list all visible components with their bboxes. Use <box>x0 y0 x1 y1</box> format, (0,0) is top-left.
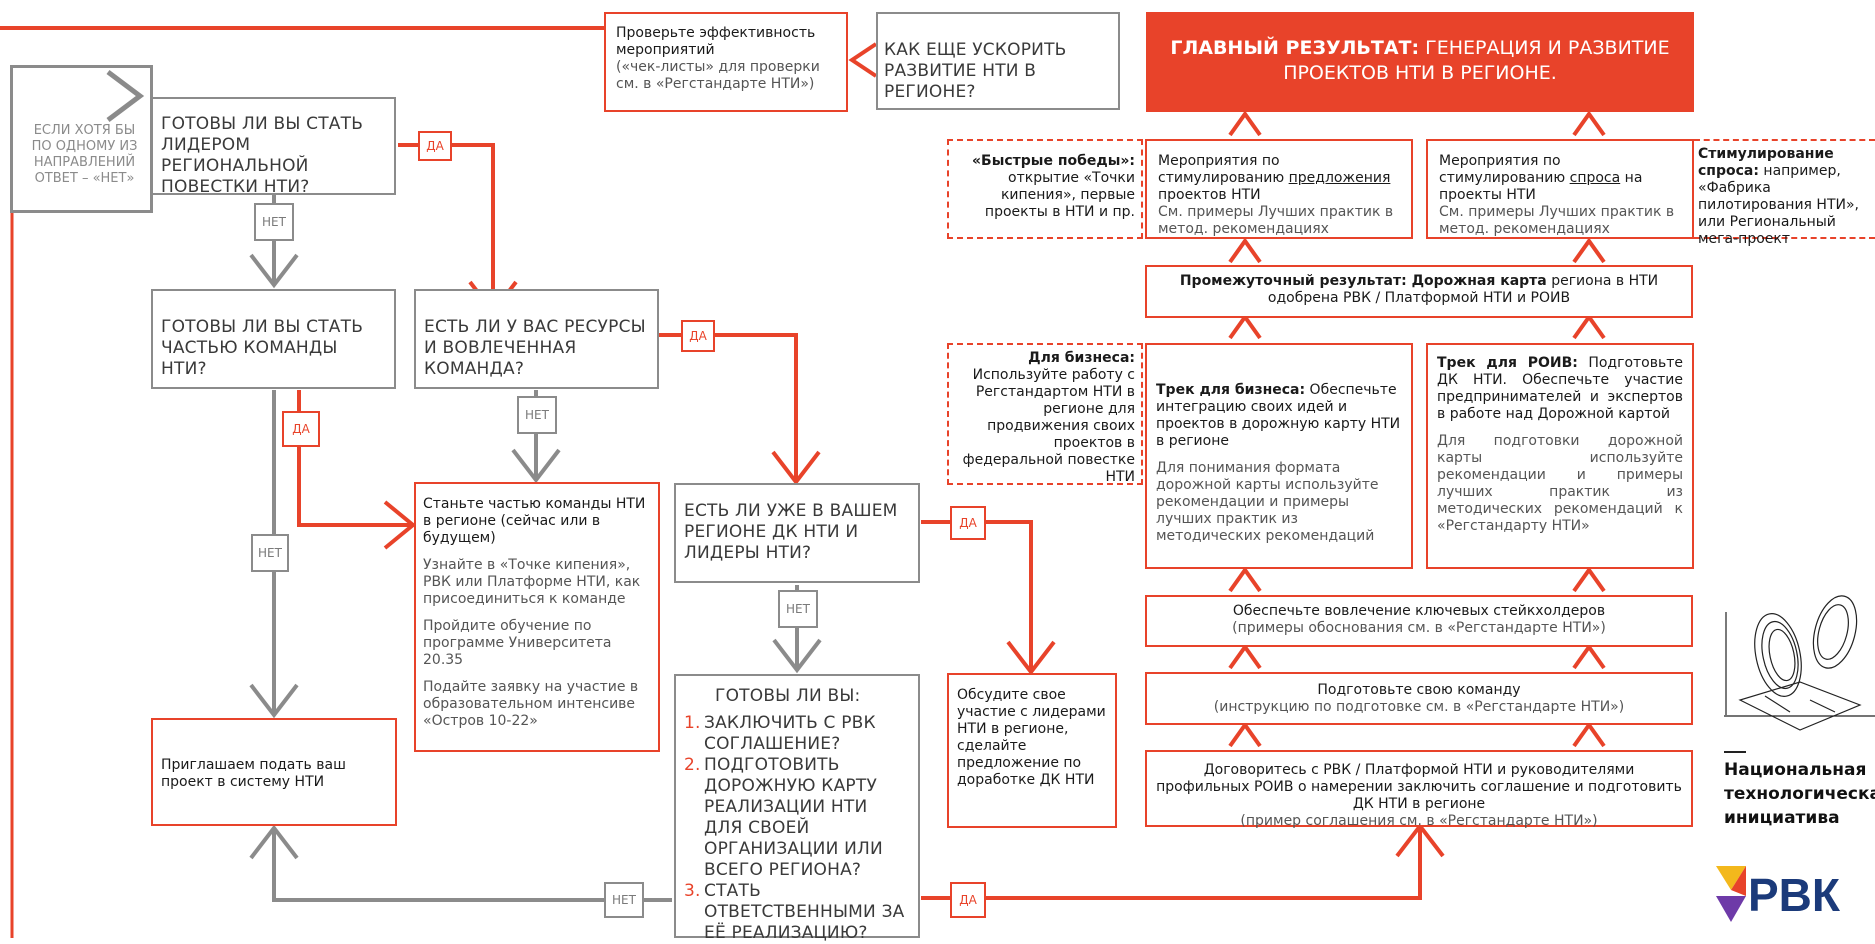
demand-stim-bold: Стимулирование спроса: <box>1698 146 1834 179</box>
question-leader-text: ГОТОВЫ ЛИ ВЫ СТАТЬ ЛИДЕРОМ РЕГИОНАЛЬНОЙ … <box>161 114 364 197</box>
check-efficiency-sub: («чек-листы» для проверки см. в «Регстан… <box>616 59 820 92</box>
interim-rest: региона в НТИ <box>1546 273 1659 289</box>
quick-wins-rest: открытие «Точки кипения», первые проекты… <box>984 170 1135 220</box>
check-efficiency-box: Проверьте эффективность мероприятий («че… <box>604 12 848 112</box>
if-no-text: ЕСЛИ ХОТЯ БЫ ПО ОДНОМУ ИЗ НАПРАВЛЕНИЙ ОТ… <box>31 123 138 186</box>
quick-wins-bold: «Быстрые победы»: <box>971 153 1135 169</box>
supply-underlined: предложения <box>1288 170 1391 186</box>
interim-bold: Промежуточный результат: Дорожная карта <box>1179 273 1547 289</box>
stakeholders-title: Обеспечьте вовлечение ключевых стейкхолд… <box>1232 603 1606 619</box>
main-result-rest: ГЕНЕРАЦИЯ И РАЗВИТИЕ <box>1419 37 1670 59</box>
demand-stim-rest: например, «Фабрика пилотирования НТИ», и… <box>1698 163 1859 247</box>
ready-title: ГОТОВЫ ЛИ ВЫ: <box>715 686 861 706</box>
invite-text: Приглашаем подать ваш проект в систему Н… <box>161 757 346 790</box>
question-resources-text: ЕСТЬ ЛИ У ВАС РЕСУРСЫ И ВОВЛЕЧЕННАЯ КОМА… <box>424 317 646 379</box>
track-business-sub: Для понимания формата дорожной карты исп… <box>1156 460 1379 544</box>
become-team-p3: Подайте заявку на участие в образователь… <box>423 679 639 729</box>
ready-item-1: 1.ЗАКЛЮЧИТЬ С РВК СОГЛАШЕНИЕ? <box>684 713 876 754</box>
stakeholders-sub: (примеры обоснования см. в «Регстандарте… <box>1232 620 1606 636</box>
quick-wins-box: «Быстрые победы»: открытие «Точки кипени… <box>947 139 1143 239</box>
track-roiv-rest: Подготовьте ДК НТИ. Обеспечьте участие п… <box>1437 355 1684 422</box>
track-roiv-sub: Для подготовки дорожной карты используйт… <box>1437 433 1683 534</box>
stakeholders-box: Обеспечьте вовлечение ключевых стейкхолд… <box>1145 595 1693 647</box>
track-roiv-box: Трек для РОИВ: Подготовьте ДК НТИ. Обесп… <box>1426 343 1694 569</box>
main-result-bold: ГЛАВНЫЙ РЕЗУЛЬТАТ: <box>1170 37 1420 59</box>
no-label-ready: НЕТ <box>604 882 644 918</box>
for-business-rest: Используйте работу с Регстандартом НТИ в… <box>962 367 1135 485</box>
supply-text-1: Мероприятия по стимулированию <box>1158 153 1289 186</box>
yes-label-team: ДА <box>282 411 320 447</box>
become-team-title: Станьте частью команды НТИ в регионе (се… <box>423 496 646 546</box>
track-business-rest: Обеспечьте интеграцию своих идей и проек… <box>1156 382 1401 449</box>
for-business-bold: Для бизнеса: <box>1028 350 1135 366</box>
demand-text-1: Мероприятия по стимулированию <box>1439 153 1570 186</box>
agree-title: Договоритесь с РВК / Платформой НТИ и ру… <box>1156 762 1682 812</box>
interim-result-box: Промежуточный результат: Дорожная карта … <box>1145 265 1693 318</box>
rvk-logo-text: РВК <box>1748 869 1840 921</box>
question-dk-box: ЕСТЬ ЛИ УЖЕ В ВАШЕМ РЕГИОНЕ ДК НТИ И ЛИД… <box>674 483 920 583</box>
demand-sub: См. примеры Лучших практик в метод. реко… <box>1439 204 1675 237</box>
discuss-box: Обсудите свое участие с лидерами НТИ в р… <box>947 673 1117 828</box>
become-team-p1: Узнайте в «Точке кипения», РВК или Платф… <box>423 557 641 607</box>
demand-text-2: на проекты НТИ <box>1439 170 1643 203</box>
supply-sub: См. примеры Лучших практик в метод. реко… <box>1158 204 1394 237</box>
become-team-p2: Пройдите обучение по программе Университ… <box>423 618 612 668</box>
no-label-resources: НЕТ <box>517 396 557 434</box>
demand-stimulation-box: Стимулирование спроса: например, «Фабрик… <box>1694 139 1875 247</box>
invite-box: Приглашаем подать ваш проект в систему Н… <box>151 718 397 826</box>
yes-label-dk: ДА <box>950 506 986 540</box>
track-roiv-bold: Трек для РОИВ: <box>1437 355 1578 371</box>
question-dk-text: ЕСТЬ ЛИ УЖЕ В ВАШЕМ РЕГИОНЕ ДК НТИ И ЛИД… <box>684 501 898 563</box>
question-team-box: ГОТОВЫ ЛИ ВЫ СТАТЬ ЧАСТЬЮ КОМАНДЫ НТИ? <box>151 289 396 389</box>
yes-label-resources: ДА <box>681 320 715 352</box>
nti-logo-text: Национальная технологическая инициатива <box>1724 758 1875 830</box>
interim-line2: одобрена РВК / Платформой НТИ и РОИВ <box>1267 290 1571 306</box>
discuss-text: Обсудите свое участие с лидерами НТИ в р… <box>957 687 1106 788</box>
question-team-text: ГОТОВЫ ЛИ ВЫ СТАТЬ ЧАСТЬЮ КОМАНДЫ НТИ? <box>161 317 364 379</box>
become-team-box: Станьте частью команды НТИ в регионе (се… <box>414 482 660 752</box>
track-business-bold: Трек для бизнеса: <box>1156 382 1306 398</box>
prepare-team-box: Подготовьте свою команду (инструкцию по … <box>1145 672 1693 725</box>
main-result-line2: ПРОЕКТОВ НТИ В РЕГИОНЕ. <box>1283 62 1557 84</box>
supply-text-2: проектов НТИ <box>1158 187 1261 203</box>
demand-box: Мероприятия по стимулированию спроса на … <box>1426 139 1694 239</box>
agree-box: Договоритесь с РВК / Платформой НТИ и ру… <box>1145 750 1693 829</box>
for-business-box: Для бизнеса: Используйте работу с Регста… <box>947 343 1143 485</box>
ready-box: ГОТОВЫ ЛИ ВЫ: 1.ЗАКЛЮЧИТЬ С РВК СОГЛАШЕН… <box>674 674 920 943</box>
question-leader-box: ГОТОВЫ ЛИ ВЫ СТАТЬ ЛИДЕРОМ РЕГИОНАЛЬНОЙ … <box>151 97 396 197</box>
demand-underlined: спроса <box>1569 170 1621 186</box>
no-label-dk: НЕТ <box>778 590 818 628</box>
if-no-box: ЕСЛИ ХОТЯ БЫ ПО ОДНОМУ ИЗ НАПРАВЛЕНИЙ ОТ… <box>10 65 153 213</box>
no-label-team: НЕТ <box>251 534 289 572</box>
main-result-box: ГЛАВНЫЙ РЕЗУЛЬТАТ: ГЕНЕРАЦИЯ И РАЗВИТИЕ … <box>1146 12 1694 112</box>
speed-question-box: КАК ЕЩЕ УСКОРИТЬ РАЗВИТИЕ НТИ В РЕГИОНЕ? <box>876 12 1120 110</box>
no-label-leader: НЕТ <box>254 203 294 241</box>
track-business-box: Трек для бизнеса: Обеспечьте интеграцию … <box>1145 343 1413 569</box>
ready-item-2: 2.ПОДГОТОВИТЬ ДОРОЖНУЮ КАРТУ РЕАЛИЗАЦИИ … <box>684 755 883 880</box>
ready-item-3: 3.СТАТЬ ОТВЕТСТВЕННЫМИ ЗА ЕЁ РЕАЛИЗАЦИЮ? <box>684 881 905 943</box>
yes-label-ready: ДА <box>950 882 986 918</box>
prepare-team-title: Подготовьте свою команду <box>1317 682 1521 698</box>
supply-box: Мероприятия по стимулированию предложени… <box>1145 139 1413 239</box>
agree-sub: (пример соглашения см. в «Регстандарте Н… <box>1240 813 1598 829</box>
question-resources-box: ЕСТЬ ЛИ У ВАС РЕСУРСЫ И ВОВЛЕЧЕННАЯ КОМА… <box>414 289 659 389</box>
speed-question-text: КАК ЕЩЕ УСКОРИТЬ РАЗВИТИЕ НТИ В РЕГИОНЕ? <box>884 40 1067 102</box>
prepare-team-sub: (инструкцию по подготовке см. в «Регстан… <box>1213 699 1625 715</box>
yes-label-leader: ДА <box>418 131 452 161</box>
check-efficiency-title: Проверьте эффективность мероприятий <box>616 25 816 58</box>
